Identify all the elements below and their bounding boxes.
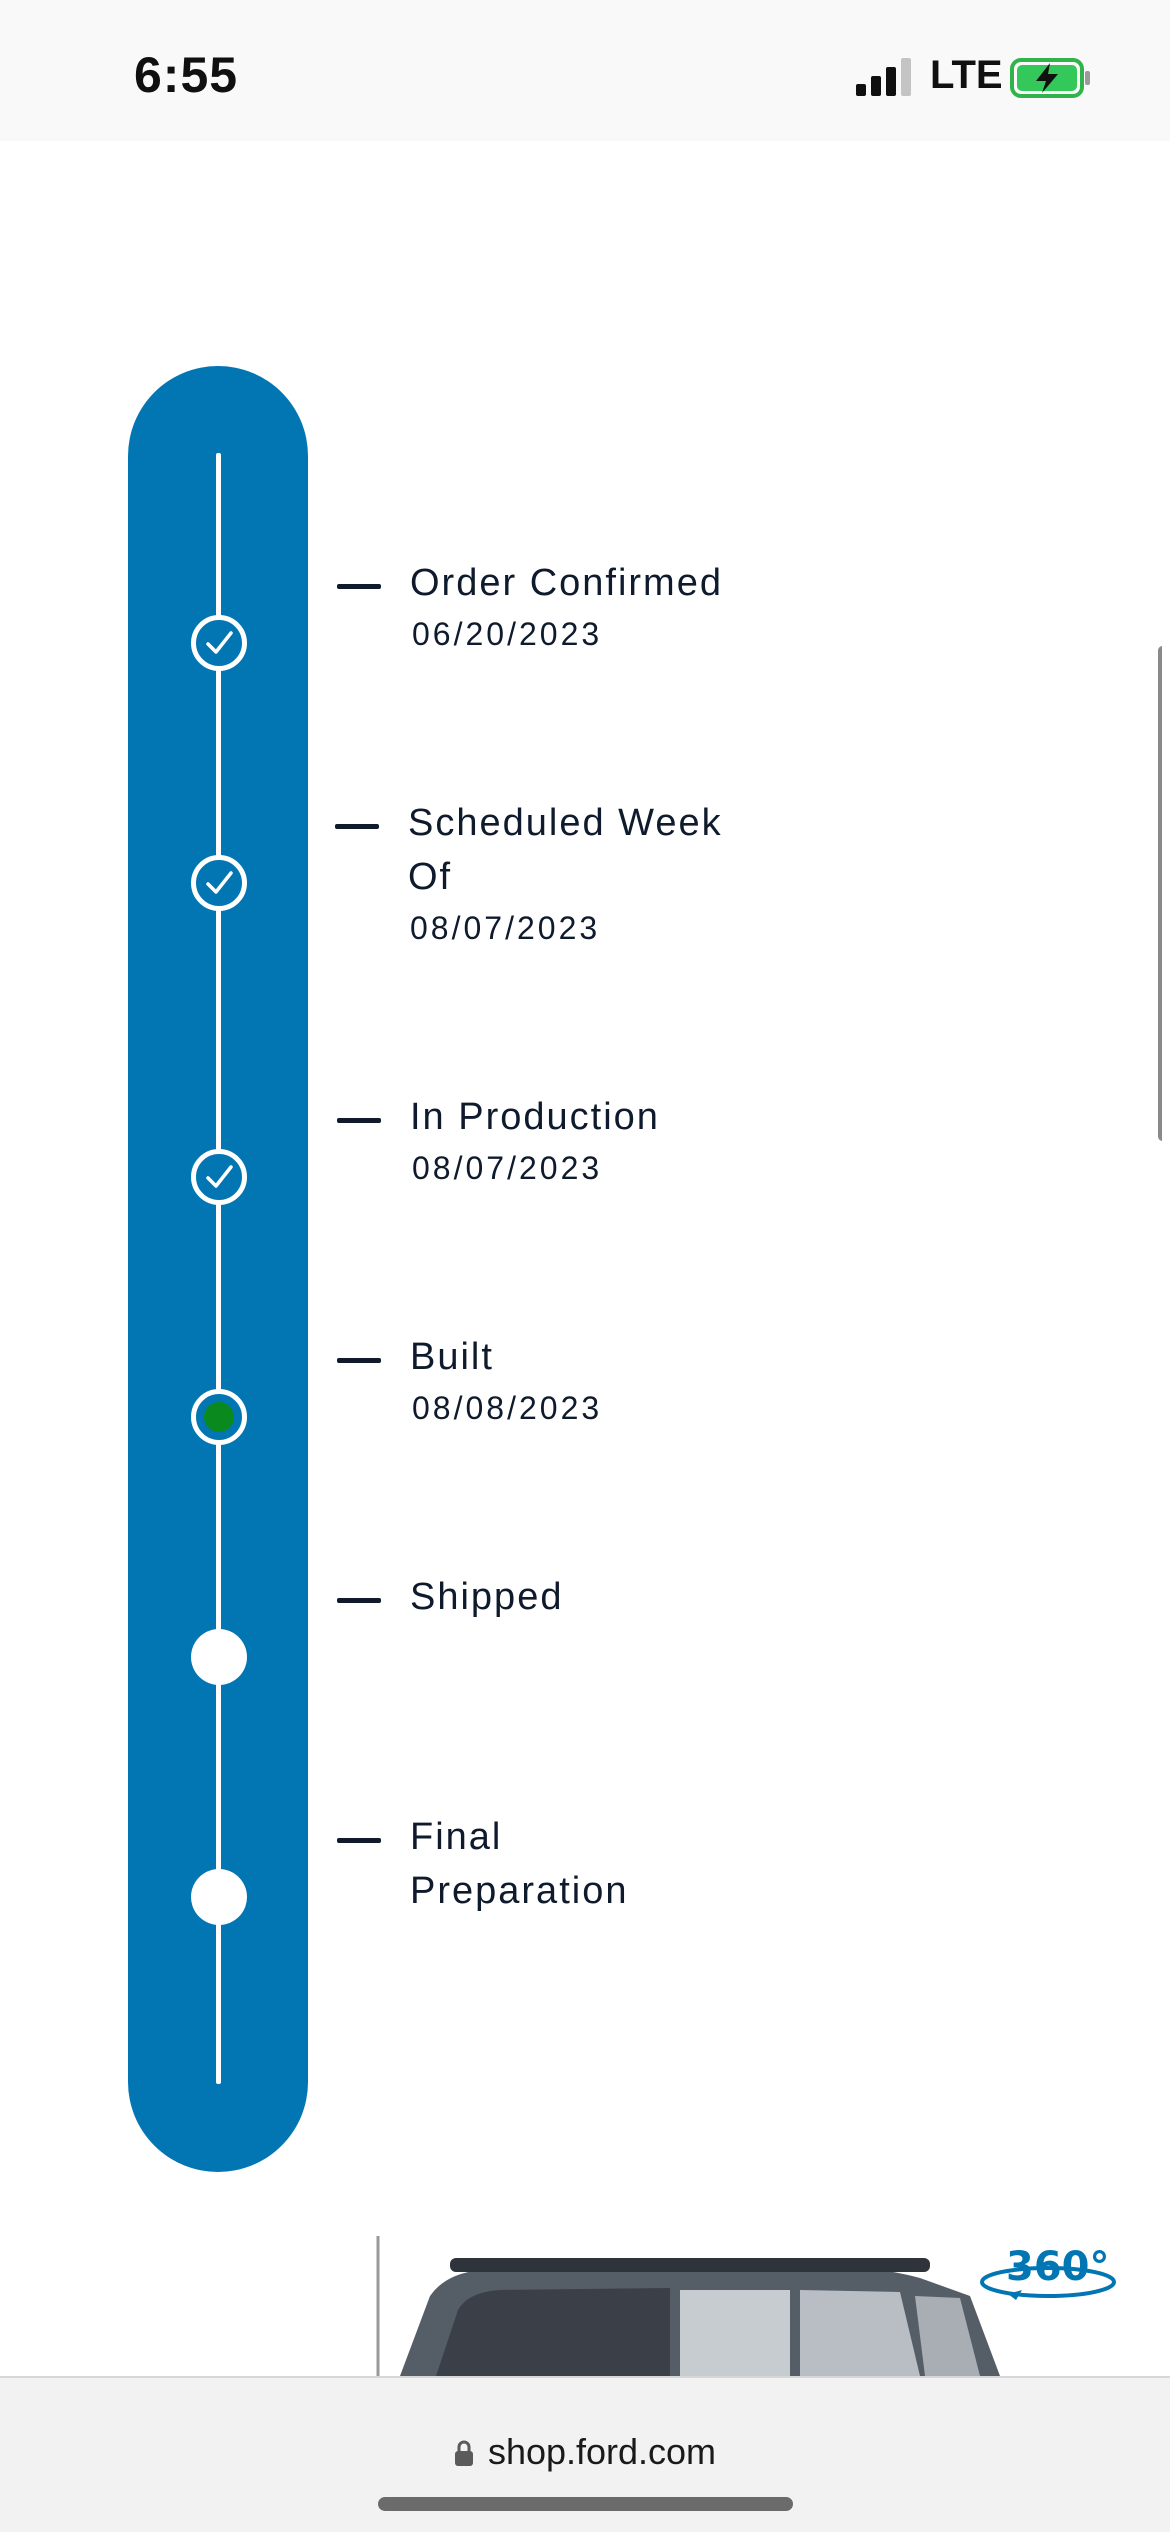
step-6-pending-indicator <box>191 1869 247 1925</box>
vehicle-image <box>376 2236 1000 2376</box>
step-connector-dash <box>337 1358 381 1363</box>
step-connector-dash <box>337 1838 381 1843</box>
step-title: Final Preparation <box>410 1816 629 1912</box>
step-5-pending-indicator <box>191 1629 247 1685</box>
step-2-done-indicator <box>191 855 247 911</box>
progress-line <box>216 453 221 2084</box>
lock-icon <box>454 2440 473 2466</box>
step-title: In Production <box>410 1096 660 1138</box>
status-bar: 6:55 LTE <box>0 0 1170 141</box>
view-360-label[interactable]: 360° <box>1006 2244 1110 2290</box>
step-connector-dash <box>335 824 379 829</box>
browser-address-bar[interactable]: shop.ford.com <box>0 2376 1170 2532</box>
current-step-dot <box>204 1402 234 1432</box>
step-date: 08/07/2023 <box>412 1150 603 1186</box>
check-icon <box>206 631 233 654</box>
step-title: Built <box>410 1336 494 1378</box>
check-icon <box>206 871 233 894</box>
step-date: 06/20/2023 <box>412 616 603 652</box>
home-indicator[interactable] <box>378 2497 793 2511</box>
check-icon <box>206 1165 233 1188</box>
step-title: Order Confirmed <box>410 562 723 604</box>
url-text: shop.ford.com <box>487 2431 717 2472</box>
step-3-done-indicator <box>191 1149 247 1205</box>
step-date: 08/07/2023 <box>410 910 601 946</box>
step-title: Shipped <box>410 1576 564 1618</box>
network-type: LTE <box>930 53 1003 97</box>
step-date: 08/08/2023 <box>412 1390 603 1426</box>
step-title: Scheduled Week Of <box>408 802 723 898</box>
scrollbar[interactable] <box>1158 646 1162 1141</box>
clock: 6:55 <box>134 47 239 103</box>
step-connector-dash <box>337 1598 381 1603</box>
battery-charging-icon <box>1010 58 1090 98</box>
step-connector-dash <box>337 1118 381 1123</box>
step-4-current-indicator <box>191 1389 247 1445</box>
view-360-icon[interactable] <box>970 2240 1120 2310</box>
cellular-signal-icon <box>856 58 911 96</box>
url-field[interactable]: shop.ford.com <box>0 2431 1170 2473</box>
step-connector-dash <box>337 584 381 589</box>
step-1-done-indicator <box>191 615 247 671</box>
